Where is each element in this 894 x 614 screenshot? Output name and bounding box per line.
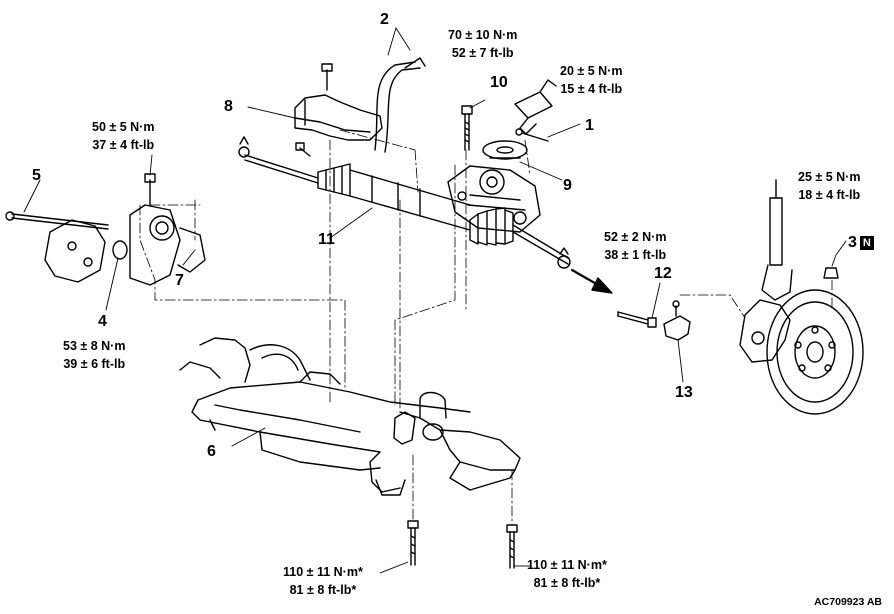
callout-10: 10 <box>490 74 508 91</box>
direction-arrow <box>570 268 613 294</box>
callout-5: 5 <box>32 167 41 184</box>
bolt-10 <box>461 105 473 151</box>
steering-knuckle-and-disc <box>739 179 864 415</box>
steering-gear-assembly <box>238 57 571 269</box>
callout-3-number: 3 <box>848 234 857 251</box>
torque-spec-nut-3: 25 ± 5 N·m 18 ± 4 ft-lb <box>798 168 860 204</box>
tie-rod-end <box>617 300 691 341</box>
callout-4: 4 <box>98 313 107 330</box>
callout-7: 7 <box>175 272 184 289</box>
callout-2: 2 <box>380 11 389 28</box>
heat-protector <box>294 94 383 141</box>
torque-spec-crossmember-bolt-left: 110 ± 11 N·m* 81 ± 8 ft-lb* <box>283 563 363 599</box>
torque-spec-crossmember-bolt-right: 110 ± 11 N·m* 81 ± 8 ft-lb* <box>527 556 607 592</box>
torque-metric: 52 ± 2 N·m <box>604 230 667 244</box>
torque-metric: 70 ± 10 N·m <box>448 28 518 42</box>
torque-spec-bolt-10: 70 ± 10 N·m 52 ± 7 ft-lb <box>448 26 517 62</box>
alignment-lines <box>139 129 833 526</box>
torque-imperial: 39 ± 6 ft-lb <box>63 357 126 371</box>
torque-spec-nut-12: 52 ± 2 N·m 38 ± 1 ft-lb <box>604 228 666 264</box>
steering-joint <box>514 79 557 142</box>
torque-spec-nut-4: 53 ± 8 N·m 39 ± 6 ft-lb <box>63 337 125 373</box>
torque-imperial: 18 ± 4 ft-lb <box>798 188 861 202</box>
figure-id: AC709923 AB <box>814 596 882 608</box>
stopper-ring <box>482 140 528 160</box>
callout-11: 11 <box>318 231 335 248</box>
torque-imperial: 81 ± 8 ft-lb* <box>533 576 601 590</box>
callout-8: 8 <box>224 98 233 115</box>
torque-metric: 110 ± 11 N·m* <box>527 558 607 572</box>
torque-imperial: 15 ± 4 ft-lb <box>560 82 623 96</box>
torque-metric: 53 ± 8 N·m <box>63 339 126 353</box>
torque-metric: 25 ± 5 N·m <box>798 170 861 184</box>
torque-spec-bolt-1: 20 ± 5 N·m 15 ± 4 ft-lb <box>560 62 622 98</box>
torque-spec-bracket-bolt: 50 ± 5 N·m 37 ± 4 ft-lb <box>92 118 154 154</box>
non-reusable-badge: N <box>859 236 874 250</box>
front-crossmember <box>179 337 521 569</box>
torque-metric: 20 ± 5 N·m <box>560 64 623 78</box>
leader-lines <box>23 27 847 447</box>
callout-9: 9 <box>563 177 572 194</box>
torque-metric: 50 ± 5 N·m <box>92 120 155 134</box>
torque-imperial: 81 ± 8 ft-lb* <box>289 583 357 597</box>
callout-1: 1 <box>585 117 594 134</box>
torque-imperial: 38 ± 1 ft-lb <box>604 248 667 262</box>
torque-imperial: 52 ± 7 ft-lb <box>451 46 514 60</box>
torque-metric: 110 ± 11 N·m* <box>283 565 363 579</box>
torque-imperial: 37 ± 4 ft-lb <box>92 138 155 152</box>
callout-12: 12 <box>654 265 672 282</box>
callout-13: 13 <box>675 384 693 401</box>
callout-6: 6 <box>207 443 216 460</box>
